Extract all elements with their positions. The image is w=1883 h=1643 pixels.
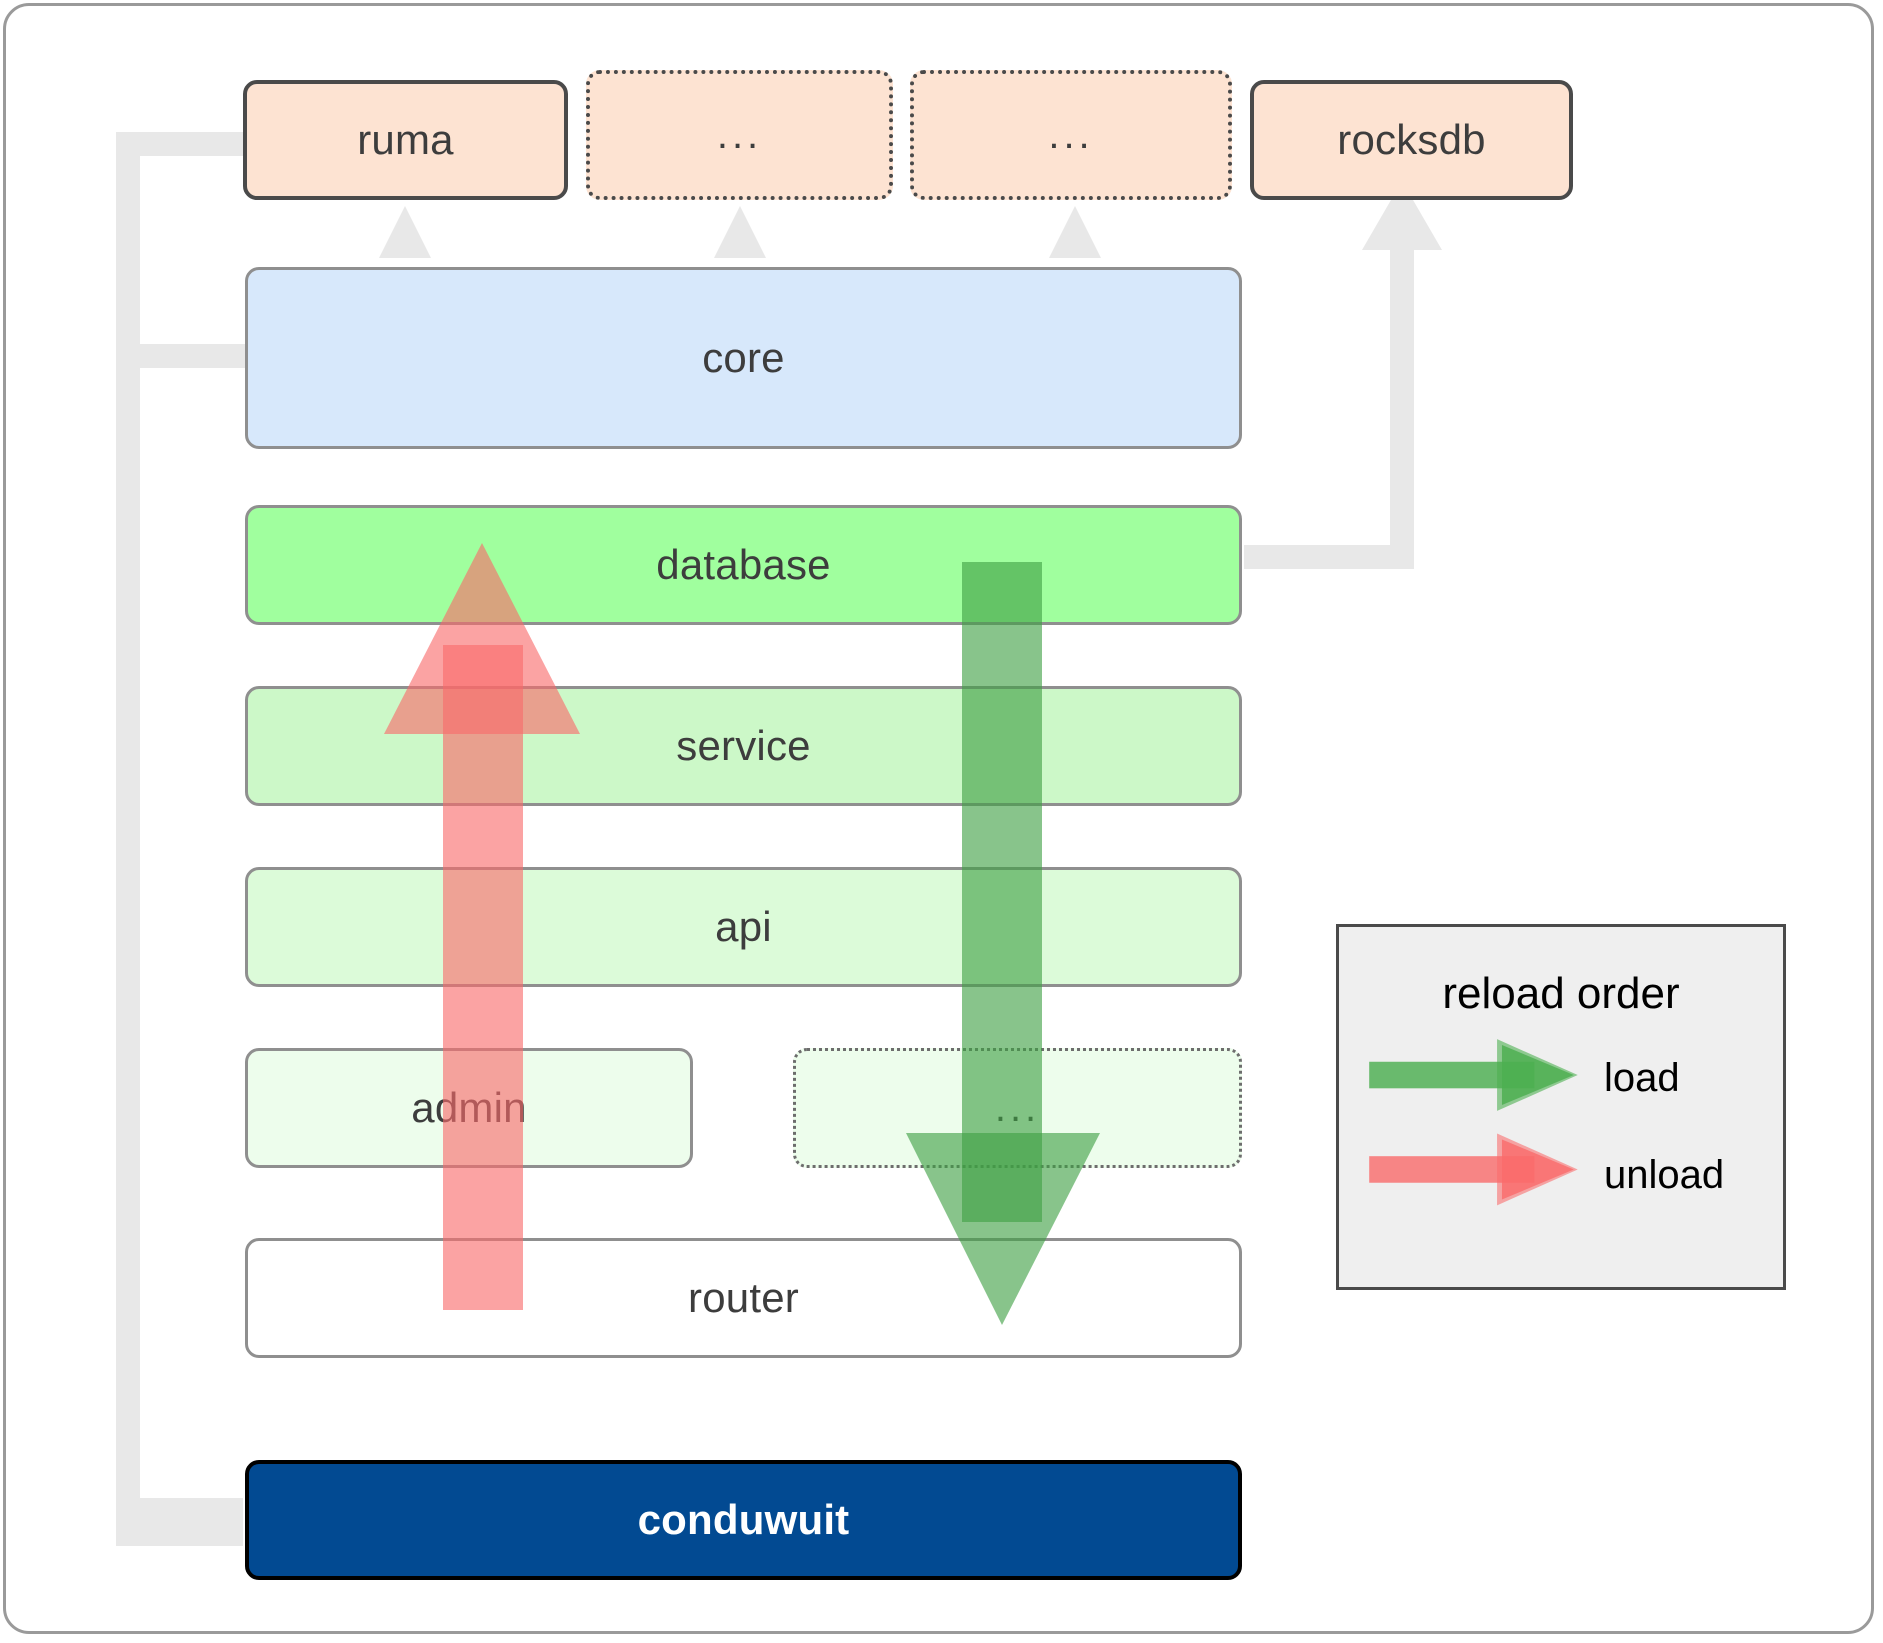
core-box[interactable]: core	[245, 267, 1242, 449]
legend-panel: reload order load unload	[1336, 924, 1786, 1290]
layer-label-admin: admin	[411, 1084, 527, 1131]
legend-unload-arrow-wide	[1497, 1133, 1578, 1206]
layer-box-router[interactable]: router	[245, 1238, 1242, 1358]
layer-label-database: database	[656, 541, 831, 588]
legend-label-load: load	[1604, 1056, 1680, 1100]
dependency-label-rocksdb: rocksdb	[1337, 116, 1486, 163]
layer-label-router: router	[688, 1274, 799, 1321]
legend-load-arrow-wide	[1497, 1039, 1578, 1111]
layer-label-api: api	[715, 903, 772, 950]
legend-title: reload order	[1442, 969, 1680, 1018]
legend-label-unload: unload	[1604, 1153, 1725, 1197]
layer-box-service[interactable]: service	[245, 686, 1242, 806]
dependency-box-more-2[interactable]: ...	[910, 70, 1232, 200]
app-box-conduwuit[interactable]: conduwuit	[245, 1460, 1242, 1580]
dependency-box-more-1[interactable]: ...	[586, 70, 893, 200]
layer-box-database[interactable]: database	[245, 505, 1242, 625]
dependency-box-ruma[interactable]: ruma	[243, 80, 568, 200]
dependency-label-ruma: ruma	[357, 116, 454, 163]
layer-label-more: ...	[994, 1086, 1041, 1130]
layer-box-more[interactable]: ...	[793, 1048, 1242, 1168]
dependency-label-more-1: ...	[716, 113, 763, 157]
legend-arrows	[1369, 1039, 1578, 1206]
legend-unload-head-wide	[1497, 1133, 1578, 1206]
app-label-conduwuit: conduwuit	[637, 1496, 850, 1543]
layer-label-service: service	[676, 722, 811, 769]
legend-load-head-wide	[1497, 1039, 1578, 1111]
diagram-frame	[3, 3, 1874, 1634]
dependency-box-rocksdb[interactable]: rocksdb	[1250, 80, 1573, 200]
layer-box-admin[interactable]: admin	[245, 1048, 693, 1168]
dependency-label-more-2: ...	[1048, 113, 1094, 157]
core-label: core	[702, 334, 785, 381]
layer-box-api[interactable]: api	[245, 867, 1242, 987]
